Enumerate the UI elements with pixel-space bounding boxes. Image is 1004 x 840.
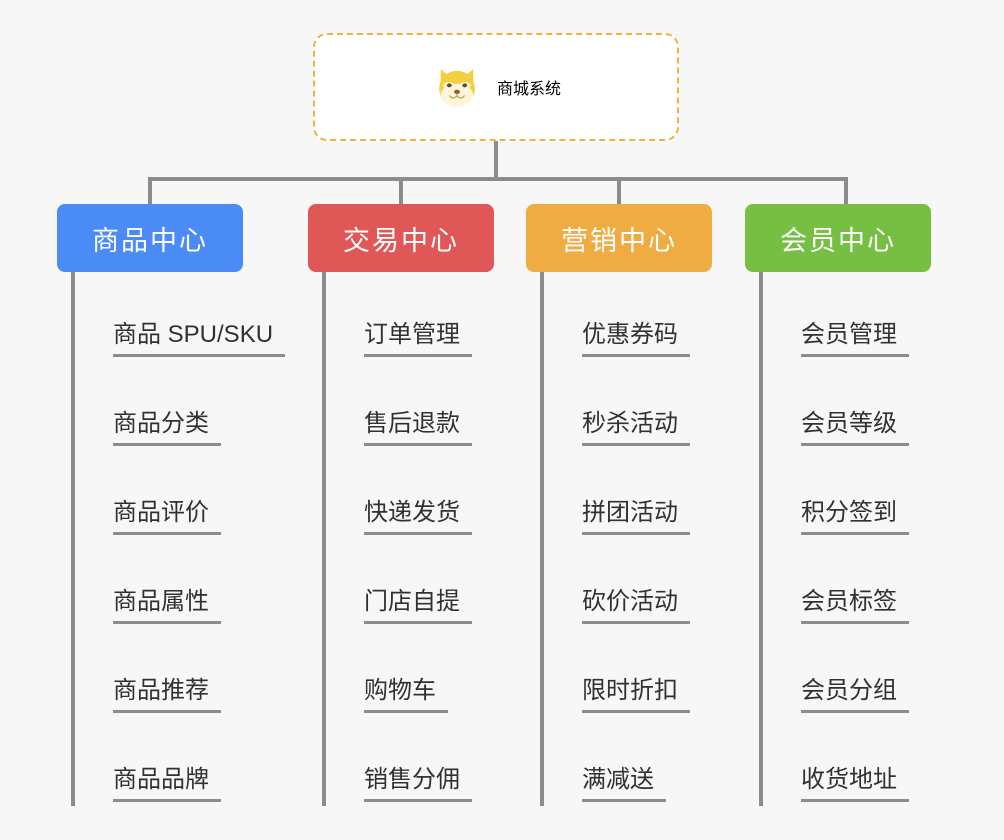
category-title: 交易中心 [343,225,459,256]
shiba-inu-dog-face-icon [439,69,475,109]
category-title: 会员中心 [780,225,896,256]
connector-drop-col-0 [148,177,152,206]
connector-drop-col-3 [844,177,848,206]
leaf-label: 积分签到 [801,499,909,535]
list-item[interactable]: 商品分类 [75,361,285,450]
list-item[interactable]: 满减送 [544,717,712,806]
category-title: 营销中心 [561,225,677,256]
list-item[interactable]: 会员标签 [763,539,931,628]
leaf-label: 收货地址 [801,766,909,802]
leaf-label: 商品 SPU/SKU [113,321,286,357]
leaf-label: 购物车 [364,677,448,713]
list-item[interactable]: 商品评价 [75,450,285,539]
leaf-label: 商品分类 [113,410,221,446]
list-item[interactable]: 收货地址 [763,717,931,806]
category-column-product: 商品中心 商品 SPU/SKU 商品分类 商品评价 商品属性 商品推荐 商品品牌 [57,204,286,806]
leaf-label: 拼团活动 [582,499,690,535]
leaf-label: 销售分佣 [364,766,472,802]
list-item[interactable]: 商品 SPU/SKU [75,272,286,361]
leaf-label: 砍价活动 [582,588,690,624]
list-item[interactable]: 订单管理 [326,272,494,361]
list-item[interactable]: 限时折扣 [544,628,712,717]
leaf-label: 售后退款 [364,410,472,446]
leaf-label: 商品属性 [113,588,221,624]
leaf-label: 会员等级 [801,410,909,446]
category-header-member[interactable]: 会员中心 [745,204,931,272]
category-column-trade: 交易中心 订单管理 售后退款 快递发货 门店自提 购物车 销售分佣 [308,204,494,806]
connector-drop-col-1 [399,177,403,206]
list-item[interactable]: 会员管理 [763,272,931,361]
list-item[interactable]: 商品推荐 [75,628,285,717]
leaf-label: 会员管理 [801,321,909,357]
list-item[interactable]: 购物车 [326,628,494,717]
root-title: 商城系统 [496,81,561,98]
category-header-trade[interactable]: 交易中心 [308,204,494,272]
category-column-marketing: 营销中心 优惠券码 秒杀活动 拼团活动 砍价活动 限时折扣 满减送 [526,204,712,806]
leaf-list-member: 会员管理 会员等级 积分签到 会员标签 会员分组 收货地址 [759,272,931,806]
leaf-list-product: 商品 SPU/SKU 商品分类 商品评价 商品属性 商品推荐 商品品牌 [71,272,286,806]
leaf-label: 商品评价 [113,499,221,535]
list-item[interactable]: 会员等级 [763,361,931,450]
connector-root-stem [494,141,498,179]
list-item[interactable]: 销售分佣 [326,717,494,806]
list-item[interactable]: 秒杀活动 [544,361,712,450]
leaf-label: 商品推荐 [113,677,221,713]
leaf-label: 满减送 [582,766,666,802]
category-column-member: 会员中心 会员管理 会员等级 积分签到 会员标签 会员分组 收货地址 [745,204,931,806]
list-item[interactable]: 拼团活动 [544,450,712,539]
list-item[interactable]: 售后退款 [326,361,494,450]
list-item[interactable]: 砍价活动 [544,539,712,628]
category-title: 商品中心 [92,225,208,256]
leaf-label: 会员分组 [801,677,909,713]
list-item[interactable]: 积分签到 [763,450,931,539]
leaf-label: 门店自提 [364,588,472,624]
leaf-label: 优惠券码 [582,321,690,357]
leaf-list-trade: 订单管理 售后退款 快递发货 门店自提 购物车 销售分佣 [322,272,494,806]
list-item[interactable]: 门店自提 [326,539,494,628]
connector-horizontal-bus [148,177,848,181]
leaf-label: 限时折扣 [582,677,690,713]
category-header-marketing[interactable]: 营销中心 [526,204,712,272]
connector-drop-col-2 [617,177,621,206]
leaf-label: 商品品牌 [113,766,221,802]
leaf-list-marketing: 优惠券码 秒杀活动 拼团活动 砍价活动 限时折扣 满减送 [540,272,712,806]
list-item[interactable]: 商品属性 [75,539,285,628]
leaf-label: 订单管理 [364,321,472,357]
list-item[interactable]: 商品品牌 [75,717,285,806]
leaf-label: 秒杀活动 [582,410,690,446]
leaf-label: 快递发货 [364,499,472,535]
category-header-product[interactable]: 商品中心 [57,204,243,272]
list-item[interactable]: 快递发货 [326,450,494,539]
list-item[interactable]: 会员分组 [763,628,931,717]
root-node-mall-system[interactable]: 商城系统 [313,33,679,141]
leaf-label: 会员标签 [801,588,909,624]
list-item[interactable]: 优惠券码 [544,272,712,361]
